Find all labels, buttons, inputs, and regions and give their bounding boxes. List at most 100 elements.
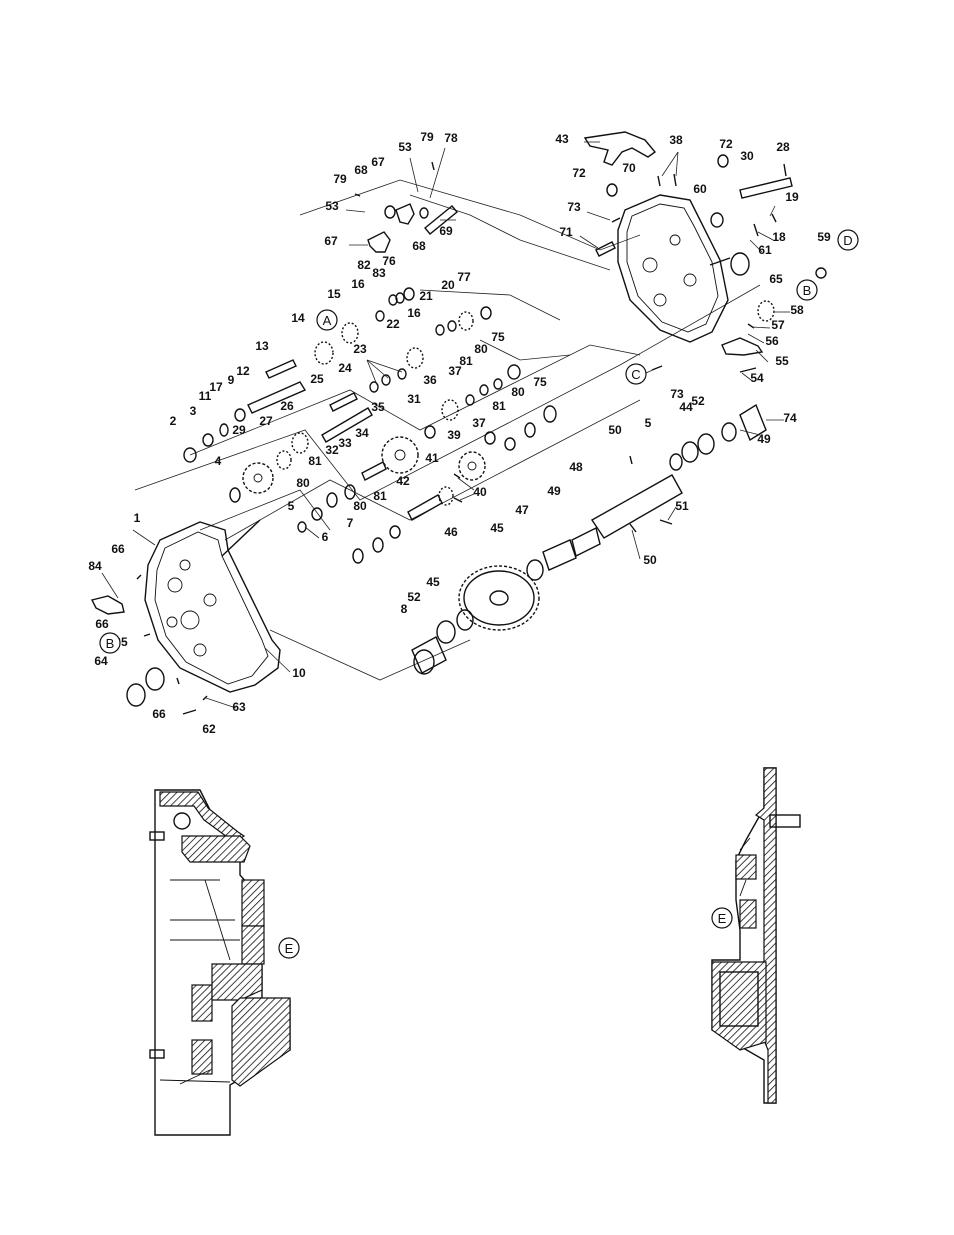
callout-39: 39 <box>447 428 461 442</box>
callout-58: 58 <box>790 303 804 317</box>
gears <box>242 300 775 631</box>
callout-80: 80 <box>353 499 367 513</box>
assembly-guide-lines <box>134 179 761 681</box>
right-gear-housing <box>617 194 731 343</box>
callout-41: 41 <box>425 451 439 465</box>
callout-4: 4 <box>215 454 222 468</box>
gear-22 <box>406 347 424 369</box>
callout-54: 54 <box>750 371 764 385</box>
gear-36 <box>441 399 459 421</box>
gear-26 <box>291 432 309 454</box>
left-gear-housing <box>144 519 281 693</box>
circled-label-d: D <box>837 229 859 251</box>
callout-43: 43 <box>555 132 569 146</box>
callout-83: 83 <box>372 266 386 280</box>
circled-label-ring <box>625 363 647 385</box>
gear-58 <box>757 300 775 322</box>
callout-79: 79 <box>333 172 347 186</box>
callout-38: 38 <box>669 133 683 147</box>
callout-82: 82 <box>357 258 371 272</box>
callout-28: 28 <box>776 140 790 154</box>
callout-47: 47 <box>515 503 529 517</box>
callout-9: 9 <box>228 373 235 387</box>
callout-51: 51 <box>675 499 689 513</box>
callout-34: 34 <box>355 426 369 440</box>
left-housing-cross-section <box>149 789 291 1136</box>
shift-arms-and-pins <box>90 161 787 715</box>
circled-label-b: B <box>796 279 818 301</box>
callout-49: 49 <box>547 484 561 498</box>
circled-label-e: E <box>278 937 300 959</box>
callout-19: 19 <box>785 190 799 204</box>
callout-70: 70 <box>622 161 636 175</box>
gear-41 <box>438 486 454 506</box>
callout-69: 69 <box>439 224 453 238</box>
callout-leaders <box>101 141 790 709</box>
callout-81: 81 <box>308 454 322 468</box>
callout-79: 79 <box>420 130 434 144</box>
callout-84: 84 <box>88 559 102 573</box>
circled-label-text: E <box>718 911 727 926</box>
callout-80: 80 <box>296 476 310 490</box>
callout-66: 66 <box>95 617 109 631</box>
callout-61: 61 <box>758 243 772 257</box>
circled-label-text: B <box>106 636 115 651</box>
callout-59: 59 <box>817 230 831 244</box>
gear-35 <box>381 436 419 474</box>
callout-36: 36 <box>423 373 437 387</box>
callout-23: 23 <box>353 342 367 356</box>
callout-80: 80 <box>511 385 525 399</box>
callout-71: 71 <box>559 225 573 239</box>
callout-1: 1 <box>134 511 141 525</box>
callout-48: 48 <box>569 460 583 474</box>
callout-10: 10 <box>292 666 306 680</box>
callout-30: 30 <box>740 149 754 163</box>
callout-78: 78 <box>444 131 458 145</box>
callout-5: 5 <box>288 499 295 513</box>
callout-25: 25 <box>310 372 324 386</box>
callout-81: 81 <box>492 399 506 413</box>
callout-37: 37 <box>448 364 462 378</box>
callout-65: 65 <box>769 272 783 286</box>
callout-46: 46 <box>444 525 458 539</box>
callout-56: 56 <box>765 334 779 348</box>
callout-31: 31 <box>407 392 421 406</box>
callout-13: 13 <box>255 339 269 353</box>
callout-62: 62 <box>202 722 216 736</box>
shift-bracket <box>583 131 657 166</box>
callout-64: 64 <box>94 654 108 668</box>
callout-20: 20 <box>441 278 455 292</box>
callout-66: 66 <box>111 542 125 556</box>
callout-77: 77 <box>457 270 471 284</box>
callout-53: 53 <box>398 140 412 154</box>
callout-76: 76 <box>382 254 396 268</box>
gear-39 <box>458 451 486 481</box>
callout-40: 40 <box>473 485 487 499</box>
callout-6: 6 <box>322 530 329 544</box>
callout-52: 52 <box>691 394 705 408</box>
gear-20 <box>458 311 474 331</box>
circled-label-text: D <box>843 233 852 248</box>
callout-50: 50 <box>643 553 657 567</box>
callout-12: 12 <box>236 364 250 378</box>
circled-label-text: E <box>285 941 294 956</box>
callout-74: 74 <box>783 411 797 425</box>
callout-8: 8 <box>401 602 408 616</box>
callout-14: 14 <box>291 311 305 325</box>
callout-44: 44 <box>679 400 693 414</box>
callout-26: 26 <box>280 399 294 413</box>
callout-29: 29 <box>232 423 246 437</box>
callout-2: 2 <box>170 414 177 428</box>
callout-68: 68 <box>412 239 426 253</box>
shafts <box>247 177 793 539</box>
callout-52: 52 <box>407 590 421 604</box>
callout-5: 5 <box>645 416 652 430</box>
callout-42: 42 <box>396 474 410 488</box>
callout-35: 35 <box>371 400 385 414</box>
circled-label-e: E <box>711 907 733 929</box>
circled-label-text: C <box>631 367 640 382</box>
callout-57: 57 <box>771 318 785 332</box>
callout-73: 73 <box>567 200 581 214</box>
